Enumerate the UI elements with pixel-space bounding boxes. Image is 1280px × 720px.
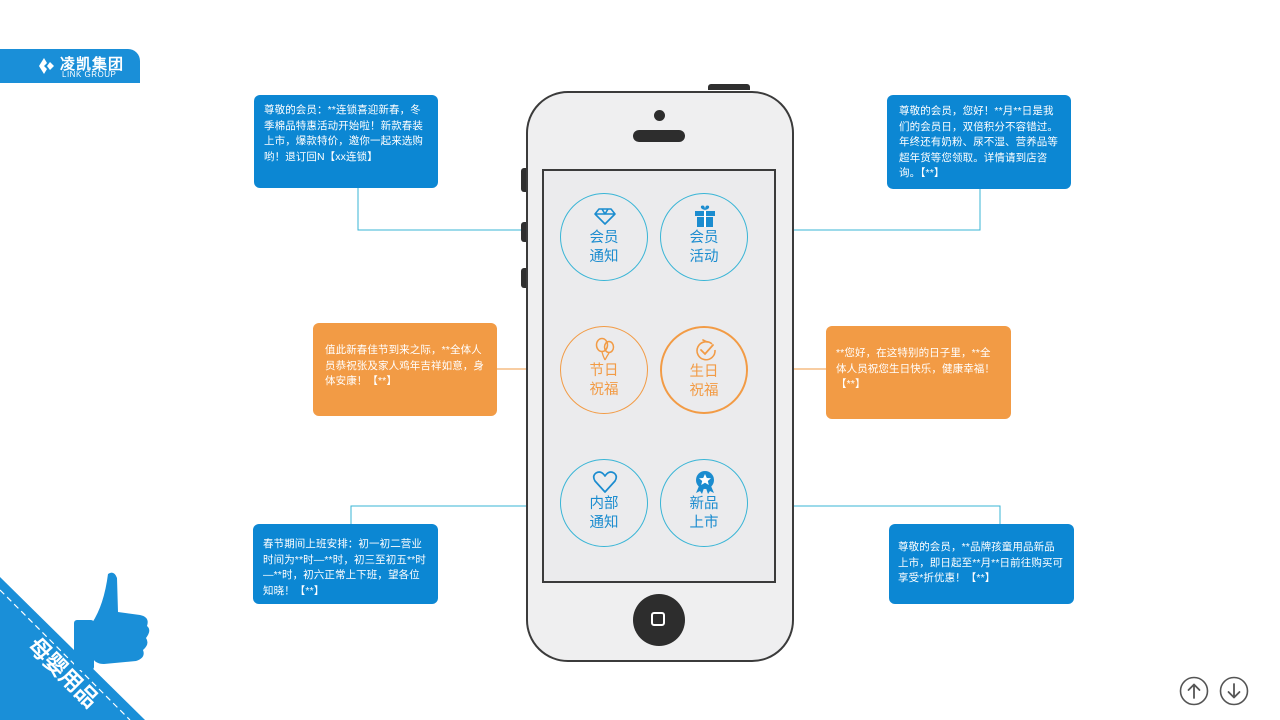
corner-banner: 母婴用品: [0, 572, 150, 720]
circle-label-line1: 会员: [589, 230, 619, 246]
member-notice-button[interactable]: 会员 通知: [560, 193, 648, 281]
circle-label-line1: 会员: [689, 230, 719, 246]
member-event-button[interactable]: 会员 活动: [660, 193, 748, 281]
phone-mute-switch: [521, 168, 527, 192]
phone-volume-up: [521, 222, 527, 242]
message-card-holiday-greeting: 值此新春佳节到来之际，**全体人员恭祝张及家人鸡年吉祥如意，身体安康！【**】: [313, 323, 497, 416]
circle-label-line2: 活动: [689, 249, 719, 265]
circle-label-line1: 内部: [589, 496, 619, 512]
phone-speaker: [633, 130, 685, 142]
brand-name-cn: 凌凯集团: [60, 56, 125, 73]
heart-icon: [592, 471, 618, 493]
phone-camera: [654, 110, 665, 121]
circle-label-line1: 节日: [589, 363, 619, 379]
message-card-new-product: 尊敬的会员，**品牌孩童用品新品上市，即日起至**月**日前往购买可享受*折优惠…: [889, 524, 1074, 604]
circle-label-line2: 上市: [689, 515, 719, 531]
new-product-button[interactable]: 新品 上市: [660, 459, 748, 547]
brand-logo-tab: 凌凯集团 LINK GROUP: [0, 49, 140, 83]
brand-name-en: LINK GROUP: [62, 70, 117, 79]
thumbs-up-icon: [74, 572, 150, 670]
balloon-icon: [595, 337, 615, 361]
message-card-member-event: 尊敬的会员，您好！**月**日是我们的会员日，双倍积分不容错过。年终还有奶粉、尿…: [887, 95, 1071, 189]
message-card-internal-notice: 春节期间上班安排：初一初二营业时间为**时—**时，初三至初五**时—**时，初…: [253, 524, 438, 604]
phone-volume-down: [521, 268, 527, 288]
message-card-member-notice: 尊敬的会员：**连锁喜迎新春，冬季棉品特惠活动开始啦！新款春装上市，爆款特价，邀…: [254, 95, 438, 188]
phone-home-button[interactable]: [633, 594, 685, 646]
birthday-greeting-button[interactable]: 生日 祝福: [660, 326, 748, 414]
holiday-greeting-button[interactable]: 节日 祝福: [560, 326, 648, 414]
phone-power-button: [708, 84, 750, 90]
arrow-down-circle-icon[interactable]: [1219, 676, 1249, 706]
circle-label-line2: 祝福: [689, 383, 719, 399]
circle-label-line1: 生日: [689, 364, 719, 380]
diamond-icon: [594, 208, 616, 225]
circle-label-line2: 祝福: [589, 382, 619, 398]
message-card-birthday-greeting: **您好，在这特别的日子里，**全体人员祝您生日快乐，健康幸福！【**】: [826, 326, 1011, 419]
circle-label-line2: 通知: [589, 249, 619, 265]
circle-label-line2: 通知: [589, 515, 619, 531]
gift-icon: [695, 205, 715, 227]
internal-notice-button[interactable]: 内部 通知: [560, 459, 648, 547]
arrow-up-circle-icon[interactable]: [1179, 676, 1209, 706]
star-badge-icon: [696, 471, 714, 494]
logo-mark-icon: [39, 58, 54, 74]
circle-label-line1: 新品: [689, 496, 719, 512]
check-circle-icon: [696, 339, 716, 361]
